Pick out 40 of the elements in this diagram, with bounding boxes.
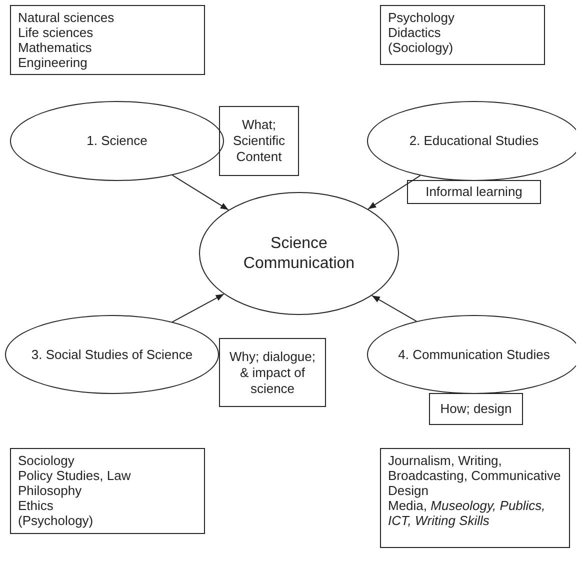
discipline-text: Life sciences: [18, 25, 94, 40]
discipline-text: (Sociology): [388, 40, 454, 55]
central-ellipse: [199, 192, 399, 315]
field-label: Science Communication: [242, 234, 356, 274]
arrow: [172, 174, 229, 210]
discipline-text: Sociology: [18, 453, 74, 468]
field-label: 2. Educational Studies: [409, 133, 539, 149]
discipline-text: Psychology: [388, 10, 454, 25]
discipline-text: Didactics: [388, 25, 441, 40]
discipline-text: Mathematics: [18, 40, 92, 55]
arrow: [172, 294, 224, 322]
discipline-text: Philosophy: [18, 483, 82, 498]
discipline-list-box: [380, 448, 570, 548]
note-text: Why; dialogue; & impact of science: [228, 348, 316, 396]
arrow: [368, 175, 421, 210]
note-text: Informal learning: [426, 184, 522, 200]
field-ellipse: [367, 101, 576, 181]
discipline-text: Engineering: [18, 55, 88, 70]
discipline-text: Ethics: [18, 498, 54, 513]
field-label: 4. Communication Studies: [398, 346, 550, 362]
note-box: [219, 338, 326, 407]
discipline-list-box: [380, 5, 545, 65]
field-ellipse: [367, 315, 576, 394]
field-ellipse: [5, 315, 219, 394]
field-ellipse: [10, 101, 224, 181]
discipline-text: Media, Museology, Publics, ICT, Writing Skills: [388, 498, 546, 528]
note-box: [429, 393, 523, 425]
discipline-list-box: [10, 448, 205, 534]
discipline-text: (Psychology): [18, 513, 94, 528]
discipline-text: Journalism, Writing, Broadcasting, Communicative Design: [388, 453, 562, 498]
note-box: [407, 180, 541, 204]
discipline-text: Natural sciences: [18, 10, 114, 25]
discipline-list-box: [10, 5, 205, 75]
note-text: How; design: [440, 401, 512, 417]
discipline-text: Policy Studies, Law: [18, 468, 131, 483]
note-text: What; Scientific Content: [232, 117, 286, 165]
arrow: [371, 295, 417, 322]
note-box: [219, 106, 299, 176]
field-label: 3. Social Studies of Science: [31, 346, 193, 362]
field-label: 1. Science: [86, 133, 148, 149]
